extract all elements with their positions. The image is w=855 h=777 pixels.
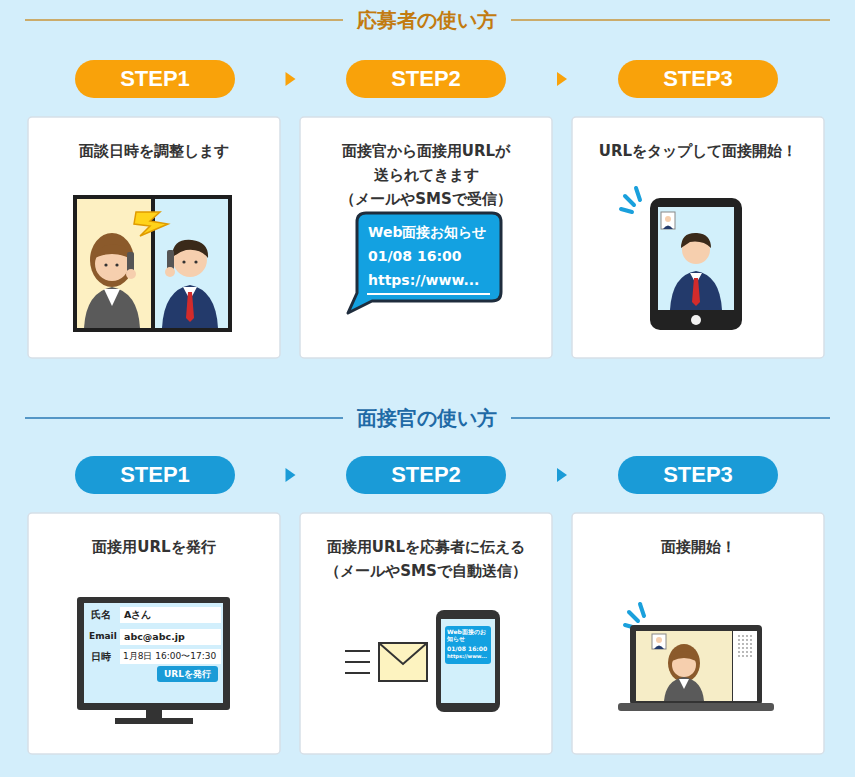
section-heading: 面接官の使い方 [343,406,511,430]
message-bubble [348,213,501,313]
grid-dot [746,655,748,657]
step-pill: STEP3 [618,60,778,98]
step-number: STEP3 [663,66,733,92]
message-text: Web面接のお知らせ [447,628,489,642]
grid-dot [750,651,752,653]
grid-dot [750,647,752,649]
step-number: STEP3 [663,462,733,488]
step-card: 面談日時を調整します [28,117,280,358]
form-label: Email [89,631,117,642]
tablet-illustration [621,188,742,330]
form-value: Aさん [124,609,151,620]
form-label: 氏名 [91,609,111,620]
step-arrow [506,72,618,86]
step-description: 面接用URLを応募者に伝える （メールやSMSで自動送信） [315,535,537,754]
grid-dot [742,635,744,637]
step-pill: STEP2 [346,456,506,494]
step-arrow [235,468,346,482]
grid-dot [742,639,744,641]
message-text: Web面接お知らせ [368,224,486,241]
phone-call-illustration [75,197,230,330]
step-description: URLをタップして面接開始！ [599,139,797,358]
step-number: STEP2 [391,66,461,92]
step-pill: STEP1 [75,60,235,98]
step-card: 面接開始！ [572,513,824,754]
grid-dot [738,655,740,657]
grid-dot [750,635,752,637]
grid-dot [742,647,744,649]
grid-dot [746,643,748,645]
step-card: URLをタップして面接開始！ [572,117,824,358]
form-value: 1月8日 16:00〜17:30 [123,651,216,662]
message-text: https://www... [368,272,479,289]
step-pill: STEP1 [75,456,235,494]
step-card: 面接用URLを応募者に伝える （メールやSMSで自動送信） [300,513,552,754]
arrow-head [557,468,567,482]
button-text: URLを発行 [164,669,211,680]
card-grounds [28,117,824,754]
grid-dot [750,643,752,645]
arrow-head [286,468,296,482]
grid-dot [746,647,748,649]
step-number: STEP1 [120,462,190,488]
grid-dot [750,639,752,641]
grid-dot [746,639,748,641]
grid-dot [742,643,744,645]
step-description: 面談日時を調整します [79,139,229,358]
step-arrow [235,72,346,86]
message-text: 01/08 16:00 [447,645,487,652]
send-illustration [345,610,500,712]
grid-dot [738,639,740,641]
step-number: STEP1 [120,66,190,92]
grid-dot [746,635,748,637]
grid-dot [742,655,744,657]
arrow-head [286,72,296,86]
step-number: STEP2 [391,462,461,488]
grid-dot [746,651,748,653]
monitor-illustration [77,597,230,724]
section-heading: 応募者の使い方 [343,8,511,32]
step-description: 面接用URLを発行 [92,535,215,754]
message-text: https://www... [447,653,487,659]
message-text: 01/08 16:00 [368,248,462,265]
grid-dot [738,647,740,649]
grid-dot [738,643,740,645]
grid-dot [738,651,740,653]
step-description: 面接開始！ [661,535,736,754]
step-pill: STEP2 [346,60,506,98]
step-pill: STEP3 [618,456,778,494]
form-value: abc@abc.jp [124,631,185,642]
laptop-illustration [618,604,774,711]
arrow-head [557,72,567,86]
grid-dot [742,651,744,653]
grid-dot [750,655,752,657]
step-arrow [506,468,618,482]
grid-dot [738,635,740,637]
form-label: 日時 [91,651,111,662]
